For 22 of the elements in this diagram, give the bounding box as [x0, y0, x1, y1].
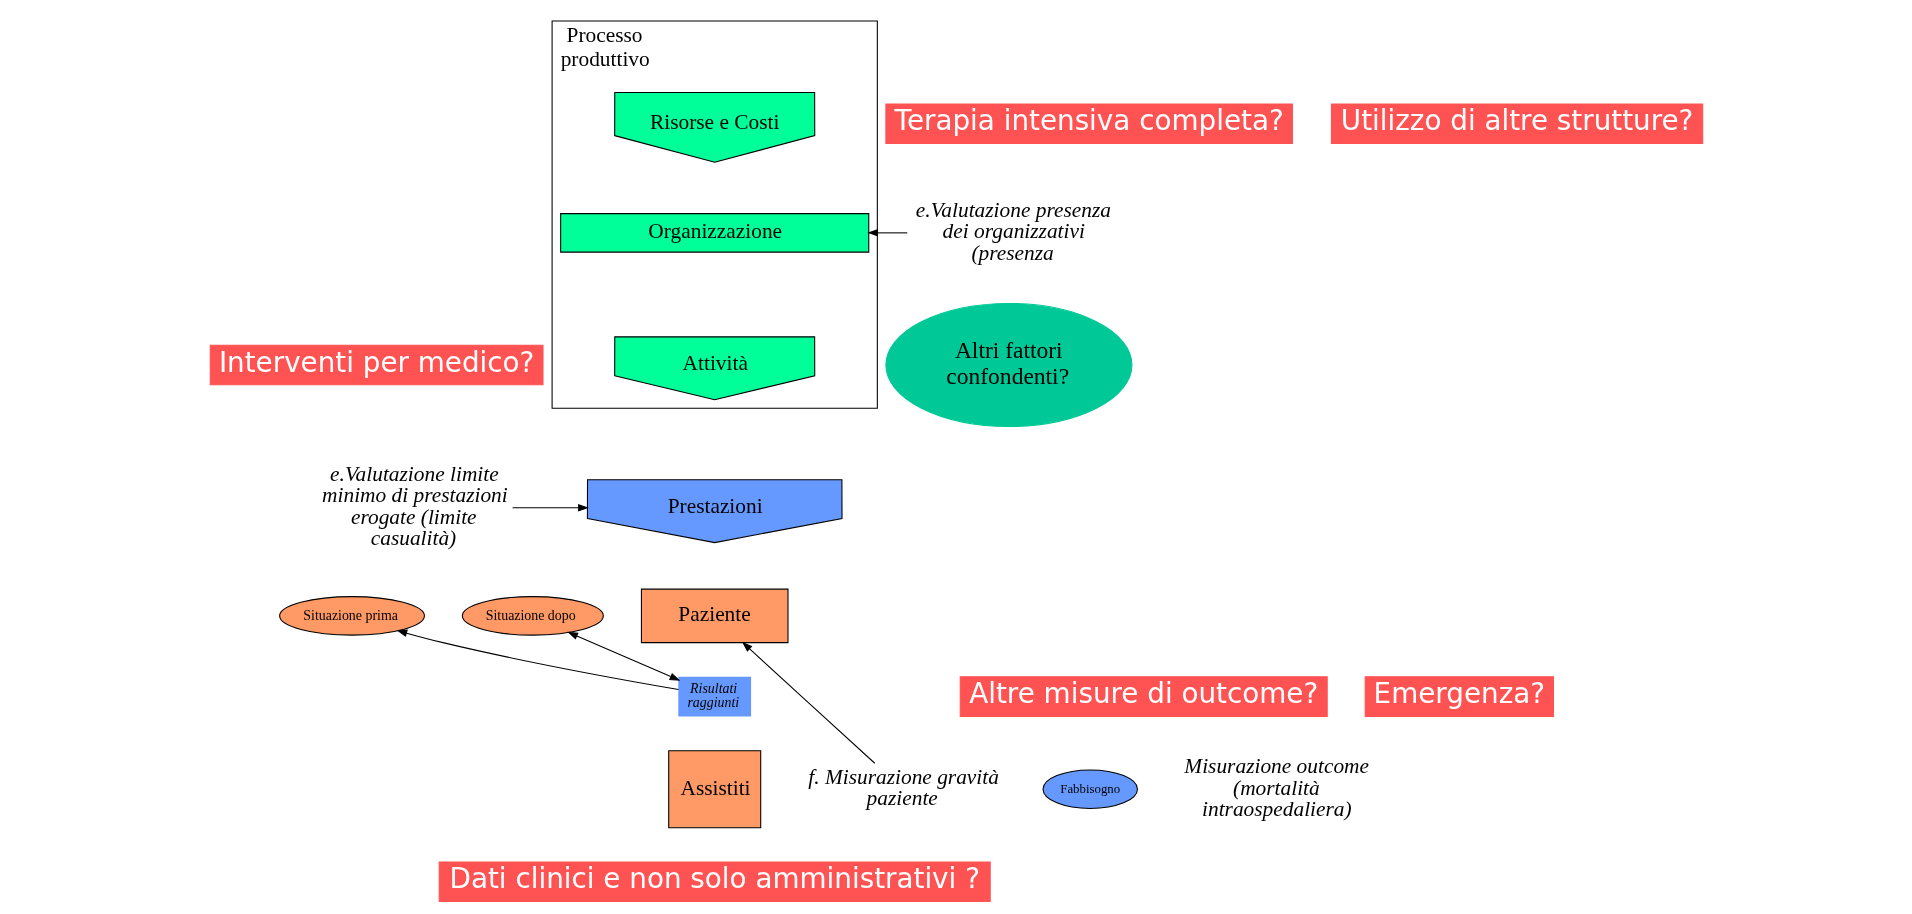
arrow [566, 631, 680, 681]
node-text: f. Misurazione gravità paziente [807, 764, 999, 811]
label: Terapia intensiva completa? [894, 104, 1284, 138]
label: Misurazione outcome (mortalità intraospedaliera) [1183, 754, 1369, 821]
arrow [511, 504, 589, 512]
arrow [741, 641, 875, 764]
arrow [866, 229, 908, 237]
node-ellipse: Situazione dopo [461, 596, 604, 636]
label: Utilizzo di altre strutture? [1340, 104, 1693, 138]
node-box: Organizzazione [559, 213, 869, 253]
label: Interventi per medico? [218, 345, 534, 379]
arrow [396, 629, 679, 691]
node-box: Paziente [640, 588, 789, 644]
node-box: Risultati raggiunti [677, 676, 751, 717]
node-ellipse: Altri fattori confondenti? [884, 302, 1132, 428]
label: Dati clinici e non solo amministrativi ? [449, 862, 980, 896]
node-ellipse: Fabbisogno [1041, 769, 1138, 809]
label: Altre misure di outcome? [968, 677, 1318, 711]
node-text: e.Valutazione presenza dei organizzativi (presenza [915, 197, 1111, 265]
node-box: Assistiti [667, 750, 761, 829]
label: Emergenza? [1373, 677, 1545, 711]
node-text: e.Valutazione limite minimo di prestazioni erogate (limite casualità) [321, 462, 508, 551]
